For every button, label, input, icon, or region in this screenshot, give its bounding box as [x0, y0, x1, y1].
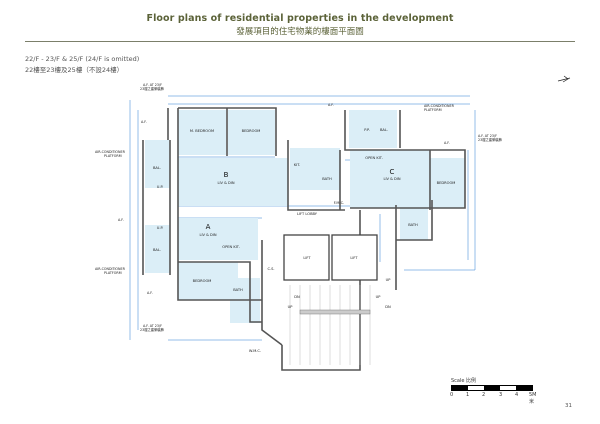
room-label: M. BEDROOM: [190, 129, 214, 133]
stair-label: UP: [376, 295, 382, 299]
fmc-label: F.M.C.: [334, 201, 345, 205]
scale-tick: 4: [515, 392, 519, 398]
page-title: Floor plans of residential properties in…: [146, 13, 454, 24]
room-label: BEDROOM: [437, 181, 456, 185]
wmc-label: W.M.C.: [249, 349, 261, 353]
af-label: A.F.: [444, 141, 450, 145]
room-label: BAL.: [380, 128, 388, 132]
stair-label: UP: [288, 305, 294, 309]
scale-tick: 0: [450, 392, 454, 398]
room-label: BEDROOM: [193, 279, 212, 283]
page-title-zh: 發展項目的住宅物業的樓面平面圖: [236, 27, 364, 37]
room-label: BATH: [408, 223, 418, 227]
scale-bar: Scale 比例 0 1 2 3 4 5M米: [450, 377, 537, 405]
scale-tick: 3: [499, 392, 503, 398]
af-note-zh: 23樓之建築裝飾: [140, 86, 165, 91]
scale-tick: 5M米: [529, 392, 537, 405]
lift-label: LIFT: [303, 256, 311, 260]
room-label: LIV & DIN: [383, 177, 400, 181]
scale-title: Scale 比例: [451, 378, 477, 384]
room-label: U.P.: [157, 226, 164, 230]
af-label: A.F.: [141, 120, 147, 124]
ac-platform-label: AIR-CONDITIONER: [95, 267, 126, 271]
unit-letter: B: [224, 171, 229, 179]
af-note: A.F. AT 23/F: [143, 324, 162, 328]
room-label: U.P.: [157, 185, 164, 189]
room-label: OPEN KIT.: [222, 245, 240, 249]
af-note-zh: 23樓之建築裝飾: [478, 137, 503, 142]
floor-label: 22/F - 23/F & 25/F (24/F is omitted): [25, 55, 140, 63]
north-arrow-icon: [557, 75, 571, 83]
af-label: A.F.: [328, 103, 334, 107]
stair-label: DN: [294, 295, 300, 299]
ac-platform-label: AIR-CONDITIONER: [95, 150, 126, 154]
room-label: BAL.: [153, 248, 161, 252]
room-label: KIT.: [294, 163, 300, 167]
room-label: P.P.: [364, 128, 370, 132]
unit-letter: C: [390, 168, 395, 176]
room-label: LIV & DIN: [199, 233, 216, 237]
ac-platform-label: PLATFORM: [424, 108, 442, 112]
page-number: 31: [565, 403, 572, 409]
room-label: OPEN KIT.: [365, 156, 383, 160]
scale-bar-graphic: [451, 385, 533, 391]
scale-tick: 1: [466, 392, 470, 398]
floor-label-zh: 22樓至23樓及25樓（不設24樓）: [25, 66, 124, 74]
room-label: BAL.: [153, 166, 161, 170]
scale-tick: 2: [482, 392, 486, 398]
room-fills: [145, 110, 465, 323]
staircase: [289, 285, 371, 365]
af-label: A.F.: [147, 291, 153, 295]
room-label: LIV & DIN: [217, 181, 234, 185]
unit-letter: A: [206, 223, 211, 231]
header-divider: [25, 41, 575, 42]
room-label: BATH: [233, 288, 243, 292]
lift-shafts: [283, 234, 378, 281]
af-note: A.F. AT 23/F: [143, 83, 162, 87]
lift-lobby-label: LIFT LOBBY: [297, 212, 318, 216]
room-label: C.S.: [267, 267, 274, 271]
ac-platform-label: AIR-CONDITIONER: [424, 104, 455, 108]
af-label: A.F.: [118, 218, 124, 222]
stair-label: UP: [386, 278, 392, 282]
ac-platform-label: PLATFORM: [104, 271, 122, 275]
lift-label: LIFT: [350, 256, 358, 260]
stair-label: DN: [385, 305, 391, 309]
af-note: A.F. AT 23/F: [478, 134, 497, 138]
room-label: BEDROOM: [242, 129, 261, 133]
room-label: BATH: [322, 177, 332, 181]
ac-platform-label: PLATFORM: [104, 154, 122, 158]
af-note-zh: 23樓之建築裝飾: [140, 327, 165, 332]
